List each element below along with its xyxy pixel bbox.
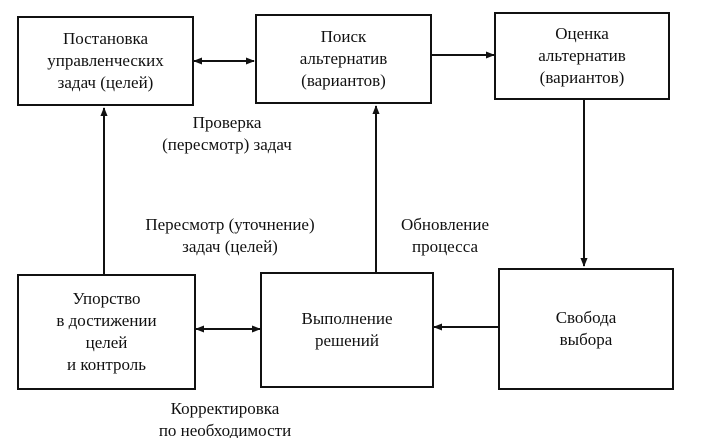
- label-correction: Корректировка по необходимости: [158, 399, 292, 438]
- node-persistence-control: Упорство в достижении целей и контроль: [17, 274, 196, 390]
- node-freedom-of-choice-label: Свобода выбора: [555, 308, 617, 349]
- label-process-update: Обновление процесса: [400, 215, 490, 256]
- node-search-alternatives-label: Поиск альтернатив (вариантов): [299, 27, 388, 90]
- node-task-setting: Постановка управленческих задач (целей): [17, 16, 194, 106]
- node-persistence-control-label: Упорство в достижении целей и контроль: [56, 289, 157, 374]
- node-task-setting-label: Постановка управленческих задач (целей): [47, 29, 164, 92]
- node-search-alternatives: Поиск альтернатив (вариантов): [255, 14, 432, 104]
- node-execution: Выполнение решений: [260, 272, 434, 388]
- label-check-revision: Проверка (пересмотр) задач: [162, 113, 292, 154]
- label-revision-clarification: Пересмотр (уточнение) задач (целей): [145, 215, 315, 256]
- node-freedom-of-choice: Свобода выбора: [498, 268, 674, 390]
- node-execution-label: Выполнение решений: [301, 309, 393, 350]
- node-evaluate-alternatives-label: Оценка альтернатив (вариантов): [538, 24, 626, 87]
- node-evaluate-alternatives: Оценка альтернатив (вариантов): [494, 12, 670, 100]
